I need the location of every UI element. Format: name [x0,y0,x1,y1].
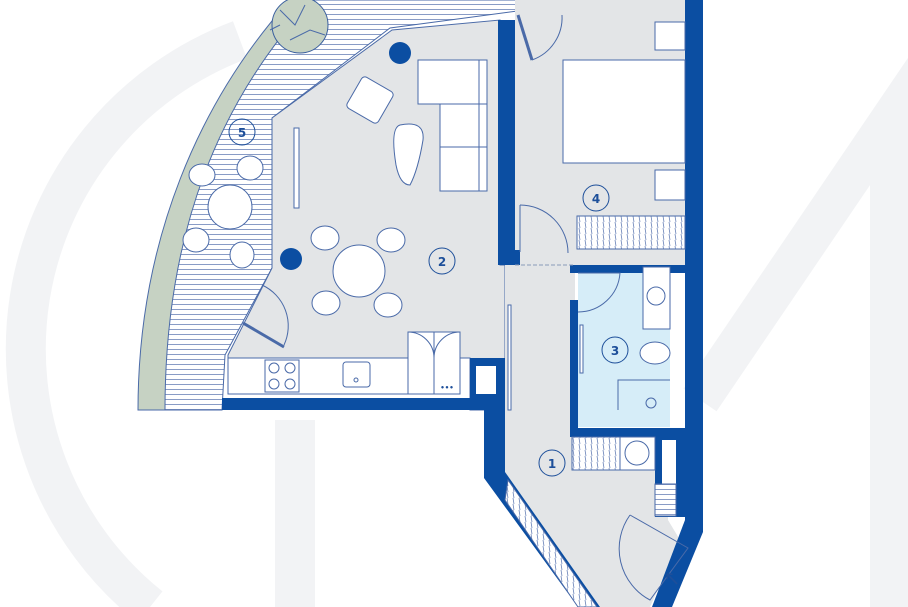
hob-icon [264,359,300,393]
room-label-4: 4 [582,184,610,212]
room-label-3: 3 [601,336,629,364]
nightstand [654,21,686,51]
room-label-2: 2 [428,247,456,275]
bedroom-door[interactable] [515,204,575,266]
tall-cabinets [407,331,461,395]
dining-chair [376,227,406,253]
svg-text:4: 4 [592,192,600,206]
washing-machine-icon [619,436,656,471]
entry-wardrobe [504,478,598,607]
bath-screen [579,324,584,374]
dining-chair [310,225,340,251]
nightstand [654,169,686,201]
terrace [137,0,601,411]
entrance-door[interactable] [618,514,689,601]
svg-text:2: 2 [438,255,446,269]
room-label-5: 5 [228,118,256,146]
kitchen-sink-icon [342,361,371,388]
terrace-chair [182,227,210,253]
shrub-icon [269,0,329,54]
bathroom-door[interactable] [577,272,621,313]
terrace-table [207,184,253,230]
sliding-door[interactable] [507,304,512,411]
oven-indicator: ••• [440,384,453,392]
svg-text:5: 5 [238,126,246,140]
sofa [417,59,488,192]
shower-icon [617,379,670,410]
balcony-door[interactable] [516,14,563,61]
dining-chair [311,290,341,316]
background-watermark [5,21,908,607]
terrace-chair [188,163,216,187]
hall-floor [505,265,680,607]
terrace-door[interactable] [242,284,289,349]
svg-text:3: 3 [611,344,619,358]
bed [562,59,686,164]
armchair [346,76,394,124]
coffee-table [393,123,424,186]
bedroom-wardrobe [576,215,686,250]
dining-table [332,244,386,298]
dining-chair [373,292,403,318]
svg-text:1: 1 [548,457,556,471]
shaft [662,440,676,484]
shaft [476,366,496,394]
entrance-arrow-icon: ↖ [664,566,681,590]
terrace-chair [229,241,255,269]
greenery-strip [137,0,313,411]
column [280,248,302,270]
terrace-chair [236,155,264,181]
tv-unit [293,127,300,209]
toilet-icon [639,341,671,365]
shelf [654,483,677,517]
column [389,42,411,64]
washbasin-icon [642,266,671,330]
room-label-1: 1 [538,449,566,477]
hall-wardrobe [571,436,621,471]
